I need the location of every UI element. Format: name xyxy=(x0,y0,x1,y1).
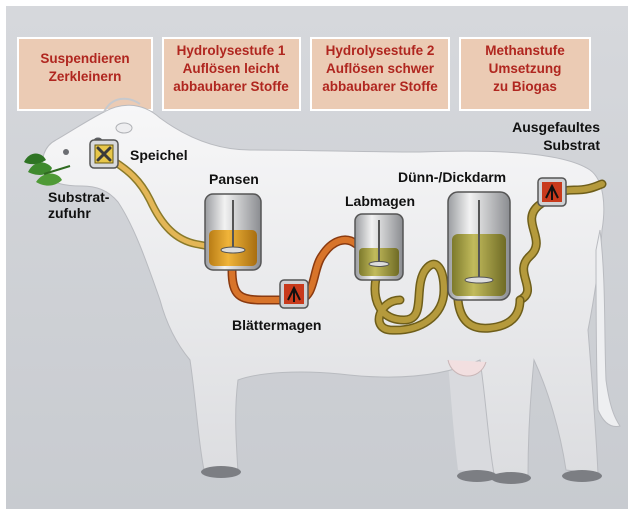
stage-4-line-1: Methanstufe xyxy=(485,43,565,58)
stage-3-line-1: Hydrolysestufe 2 xyxy=(326,43,435,58)
labmagen-tank xyxy=(355,214,403,280)
stage-3-line-2: Auflösen schwer xyxy=(326,61,435,76)
pump-icon xyxy=(538,178,566,206)
stage-2-line-3: abbaubarer Stoffe xyxy=(173,79,289,94)
label-blaettermagen: Blättermagen xyxy=(232,317,321,333)
label-ausgefault-1: Ausgefaultes xyxy=(512,119,600,135)
stage-2-line-2: Auflösen leicht xyxy=(183,61,280,76)
label-ausgefault-2: Substrat xyxy=(543,137,600,153)
stage-4-line-3: zu Biogas xyxy=(493,79,557,94)
pump-icon xyxy=(280,280,308,308)
pansen-tank xyxy=(205,194,261,270)
stage-3-line-3: abbaubarer Stoffe xyxy=(322,79,438,94)
label-substrat-1: Substrat- xyxy=(48,189,110,205)
stage-1-line-2: Zerkleinern xyxy=(49,69,122,84)
label-substrat-2: zufuhr xyxy=(48,205,91,221)
mixer-x-icon xyxy=(90,140,118,168)
label-labmagen: Labmagen xyxy=(345,193,415,209)
stage-2-line-1: Hydrolysestufe 1 xyxy=(177,43,286,58)
label-speichel: Speichel xyxy=(130,147,188,163)
label-duenndarm: Dünn-/Dickdarm xyxy=(398,169,506,185)
stage-4-line-2: Umsetzung xyxy=(489,61,562,76)
cow-ear xyxy=(116,123,132,133)
cow-nostril xyxy=(63,149,69,155)
darm-tank xyxy=(448,192,510,300)
stage-1-line-1: Suspendieren xyxy=(40,51,129,66)
label-pansen: Pansen xyxy=(209,171,259,187)
